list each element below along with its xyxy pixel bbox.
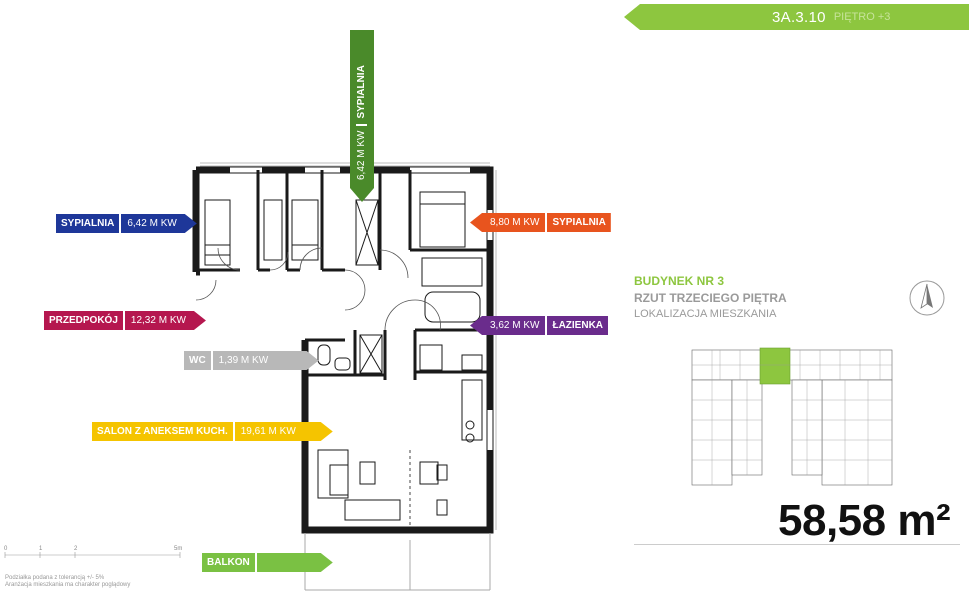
scale-tick-2: 2 — [74, 546, 78, 552]
label-sypialnia-left: SYPIALNIA 6,42 M KW — [56, 214, 197, 233]
label-wc: WC 1,39 M KW — [184, 351, 319, 370]
building-key-plan — [691, 347, 893, 486]
label-lazienka: 3,62 M KW ŁAZIENKA — [470, 316, 609, 335]
building-title: BUDYNEK NR 3 — [634, 274, 725, 288]
label-balkon: BALKON — [202, 553, 333, 572]
label-salon: SALON Z ANEKSEM KUCH. 19,61 M KW — [92, 422, 333, 441]
total-area: 58,58 m² — [778, 496, 951, 545]
location-title: LOKALIZACJA MIESZKANIA — [634, 308, 777, 320]
unit-code: 3A.3.10 — [772, 8, 826, 26]
divider — [634, 544, 960, 545]
scale-tick-1: 1 — [39, 546, 43, 552]
plan-title: RZUT TRZECIEGO PIĘTRA — [634, 291, 787, 305]
scale-tick-5m: 5m — [174, 546, 183, 552]
footnote: Podziałka podana z tolerancją +/- 5% Ara… — [5, 575, 131, 588]
label-przedpokoj: PRZEDPOKÓJ 12,32 M KW — [44, 311, 206, 330]
scale-tick-0: 0 — [4, 546, 8, 552]
compass-icon — [909, 280, 945, 316]
floor-label: PIĘTRO +3 — [833, 11, 891, 23]
label-sypialnia-right: 8,80 M KW SYPIALNIA — [470, 213, 611, 232]
unit-header-ribbon: 3A.3.10 PIĘTRO +3 — [624, 4, 969, 30]
